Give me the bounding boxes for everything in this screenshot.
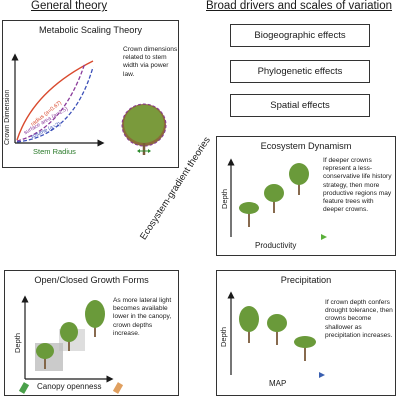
dynamism-y-label: Depth	[220, 188, 229, 209]
driver-spatial: Spatial effects	[230, 94, 370, 117]
metabolic-plot	[11, 53, 167, 155]
broad-drivers-heading: Broad drivers and scales of variation	[206, 0, 393, 12]
dynamism-tree-large	[289, 163, 309, 195]
dynamism-panel: Ecosystem Dynamism If deeper crowns repr…	[216, 136, 396, 256]
precipitation-y-label: Depth	[219, 326, 228, 347]
metabolic-y-label: Crown Dimension	[4, 89, 11, 145]
precipitation-description: If crown depth confers drought tolerance…	[325, 299, 393, 339]
growth-forms-tree-medium	[60, 322, 78, 351]
metabolic-tree-icon	[121, 103, 167, 155]
curve-radius	[16, 60, 94, 141]
precipitation-tree-deep	[239, 306, 259, 343]
dynamism-tree-small	[239, 202, 259, 227]
curve-surface-area	[16, 62, 86, 142]
growth-forms-y-label: Depth	[13, 332, 22, 353]
driver-biogeographic: Biogeographic effects	[230, 24, 370, 47]
dynamism-description: If deeper crowns represent a less-conser…	[323, 157, 392, 214]
general-theory-heading: General theory	[31, 0, 108, 12]
openness-green-swatch	[18, 382, 30, 394]
metabolic-scaling-panel: Metabolic Scaling Theory Crown dimension…	[2, 20, 179, 168]
driver-phylogenetic: Phylogenetic effects	[230, 60, 370, 83]
openness-orange-swatch	[112, 382, 124, 394]
precipitation-title: Precipitation	[280, 275, 332, 285]
growth-forms-title: Open/Closed Growth Forms	[34, 275, 149, 285]
precipitation-panel: Precipitation If crown depth confers dro…	[216, 270, 396, 396]
curve-volume	[16, 66, 94, 143]
metabolic-title: Metabolic Scaling Theory	[39, 25, 142, 35]
dynamism-plot	[227, 158, 327, 240]
growth-forms-description: As more lateral light becomes available …	[113, 297, 172, 337]
growth-forms-tree-large	[85, 300, 105, 337]
growth-forms-tree-small	[36, 343, 54, 369]
precipitation-tree-shallow	[294, 336, 316, 361]
metabolic-x-label: Stem Radius	[33, 147, 76, 156]
precipitation-plot	[227, 291, 325, 378]
precipitation-x-label: MAP	[269, 379, 287, 388]
dynamism-x-label: Productivity	[255, 241, 297, 250]
growth-forms-plot	[18, 295, 124, 394]
dynamism-tree-medium	[264, 184, 284, 213]
dynamism-title: Ecosystem Dynamism	[260, 141, 352, 151]
metabolic-description: Crown dimensions related to stem width v…	[123, 46, 178, 78]
growth-forms-panel: Open/Closed Growth Forms As more lateral…	[4, 270, 179, 396]
growth-forms-x-label: Canopy openness	[37, 382, 102, 391]
precipitation-tree-medium	[267, 314, 287, 345]
